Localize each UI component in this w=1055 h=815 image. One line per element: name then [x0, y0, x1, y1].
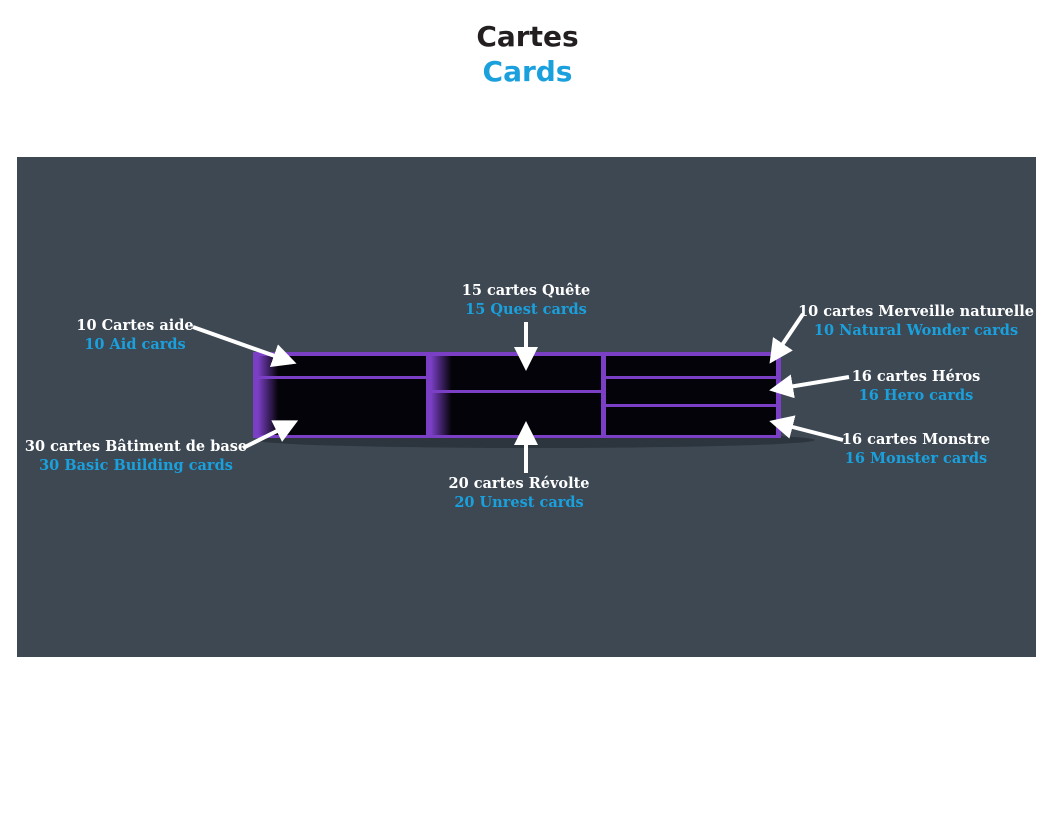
title-french: Cartes	[476, 20, 579, 53]
diagram-panel: 10 Cartes aide 10 Aid cards 30 cartes Bâ…	[17, 157, 1036, 657]
label-monster-cards: 16 cartes Monstre 16 Monster cards	[841, 431, 991, 467]
arrow-monster	[769, 415, 844, 442]
label-natural-wonder-cards: 10 cartes Merveille naturelle 10 Natural…	[798, 303, 1034, 339]
title-english: Cards	[482, 55, 573, 88]
card-tray-illustration	[192, 312, 850, 473]
compartment-monster	[606, 407, 776, 435]
compartment-natural-wonder	[606, 356, 776, 376]
label-hero-cards: 16 cartes Héros 16 Hero cards	[851, 368, 981, 404]
arrow-natural-wonder	[769, 312, 805, 364]
label-aid-cards: 10 Cartes aide 10 Aid cards	[76, 317, 194, 353]
label-basic-building-cards: 30 cartes Bâtiment de base 30 Basic Buil…	[24, 438, 248, 474]
compartment-aid	[258, 356, 426, 376]
arrow-aid	[192, 325, 297, 367]
label-unrest-cards: 20 cartes Révolte 20 Unrest cards	[448, 475, 590, 511]
arrow-basic-building	[242, 420, 299, 450]
arrow-hero	[769, 374, 850, 399]
compartment-quest	[431, 356, 601, 390]
compartment-unrest	[431, 393, 601, 435]
label-quest-cards: 15 cartes Quête 15 Quest cards	[461, 282, 591, 318]
compartment-hero	[606, 379, 776, 404]
